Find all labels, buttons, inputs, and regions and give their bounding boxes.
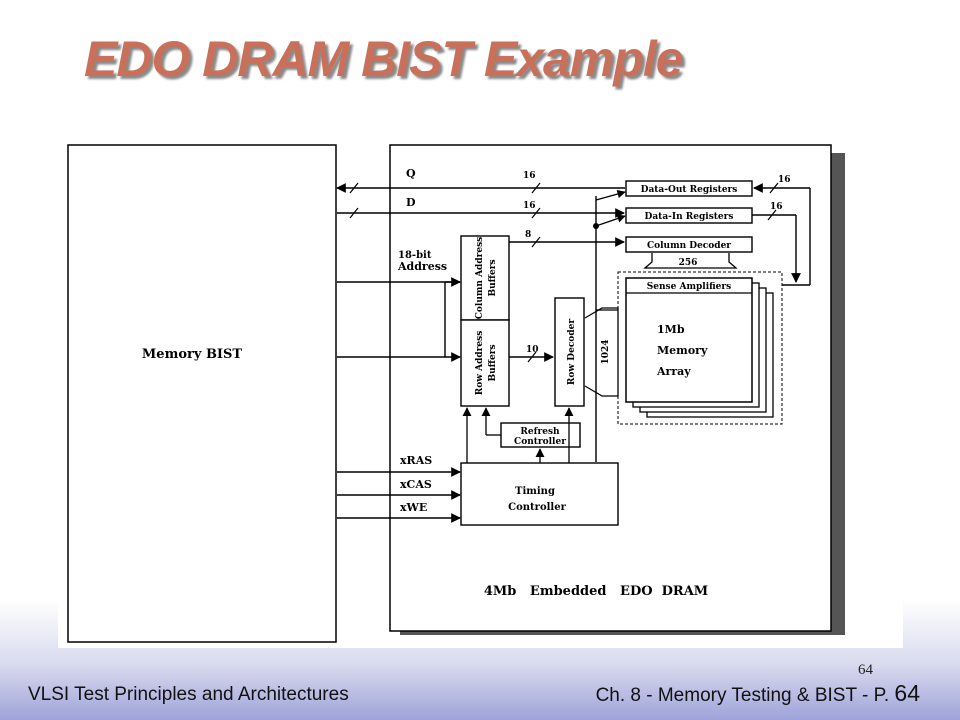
column-address-label-2: Buffers [488, 259, 498, 296]
row-bus-width: 10 [526, 345, 539, 355]
column-decoder-block [625, 236, 753, 253]
out-side-width: 16 [778, 175, 791, 185]
data-tap-1-arrow [595, 214, 626, 227]
row-address-label-1: Row Address [475, 331, 485, 396]
d-slash-2 [531, 207, 541, 219]
timing-controller-block [460, 462, 619, 526]
column-decoder-output-width: 256 [679, 258, 698, 268]
memory-bist-label: Memory BIST [142, 347, 242, 362]
footer-page-number: 64 [894, 680, 920, 706]
row-bus-slash [527, 351, 537, 363]
sense-amplifiers-label: Sense Amplifiers [647, 282, 731, 292]
timing-label-2: Controller [508, 502, 566, 513]
row-decoder-block [554, 297, 585, 407]
q-slash-1 [349, 182, 359, 194]
row-address-buffers-block [460, 319, 510, 407]
refresh-controller-block [500, 422, 581, 448]
row-decoder-output-width: 1024 [601, 339, 611, 364]
column-address-label-1: Column Address [475, 237, 485, 320]
xcas-label: xCAS [400, 478, 432, 491]
slide-title: EDO DRAM BIST Example [84, 31, 684, 87]
out-side-slash [769, 182, 779, 194]
col-bus-width: 8 [525, 230, 531, 240]
timing-label-1: Timing [515, 486, 555, 497]
footer-chapter-text: Ch. 8 - Memory Testing & BIST - P. [595, 685, 890, 706]
dram-label: 4Mb Embedded EDO DRAM [484, 584, 708, 599]
footer-course-title: VLSI Test Principles and Architectures [28, 684, 349, 705]
in-side-slash [767, 209, 777, 221]
address-label-2: Address [397, 260, 447, 273]
column-address-buffers-block [460, 235, 510, 321]
data-tap-2-arrow [595, 189, 626, 201]
xras-label: xRAS [400, 454, 432, 467]
d-bus-width: 16 [523, 201, 536, 211]
memory-array-label-2: Memory [657, 344, 708, 357]
col-bus-slash [531, 236, 541, 248]
d-slash-1 [349, 207, 359, 219]
address-label-1: 18-bit [398, 250, 432, 261]
data-in-registers-label: Data-In Registers [645, 212, 734, 222]
q-slash-2 [531, 182, 541, 194]
column-decoder-output-fan [643, 253, 738, 269]
memory-array-label-1: 1Mb [657, 323, 685, 336]
memory-array-layer-1 [625, 277, 753, 403]
memory-array-label-3: Array [656, 365, 691, 378]
refresh-label-2: Controller [514, 437, 566, 447]
q-label: Q [406, 167, 416, 180]
refresh-label-1: Refresh [520, 427, 560, 437]
row-address-label-2: Buffers [488, 344, 498, 381]
data-out-registers-label: Data-Out Registers [641, 185, 738, 195]
data-out-registers-block [625, 180, 753, 197]
row-decoder-label: Row Decoder [567, 319, 577, 385]
xwe-label: xWE [400, 501, 427, 514]
column-decoder-label: Column Decoder [647, 241, 731, 251]
footer-chapter-page: Ch. 8 - Memory Testing & BIST - P. 64 [596, 680, 920, 707]
memory-bist-block [67, 144, 337, 643]
d-label: D [406, 196, 416, 209]
page-number-small: 64 [858, 662, 873, 678]
in-side-width: 16 [770, 202, 783, 212]
memory-array-area-dashed [617, 271, 783, 425]
q-bus-width: 16 [523, 171, 536, 181]
